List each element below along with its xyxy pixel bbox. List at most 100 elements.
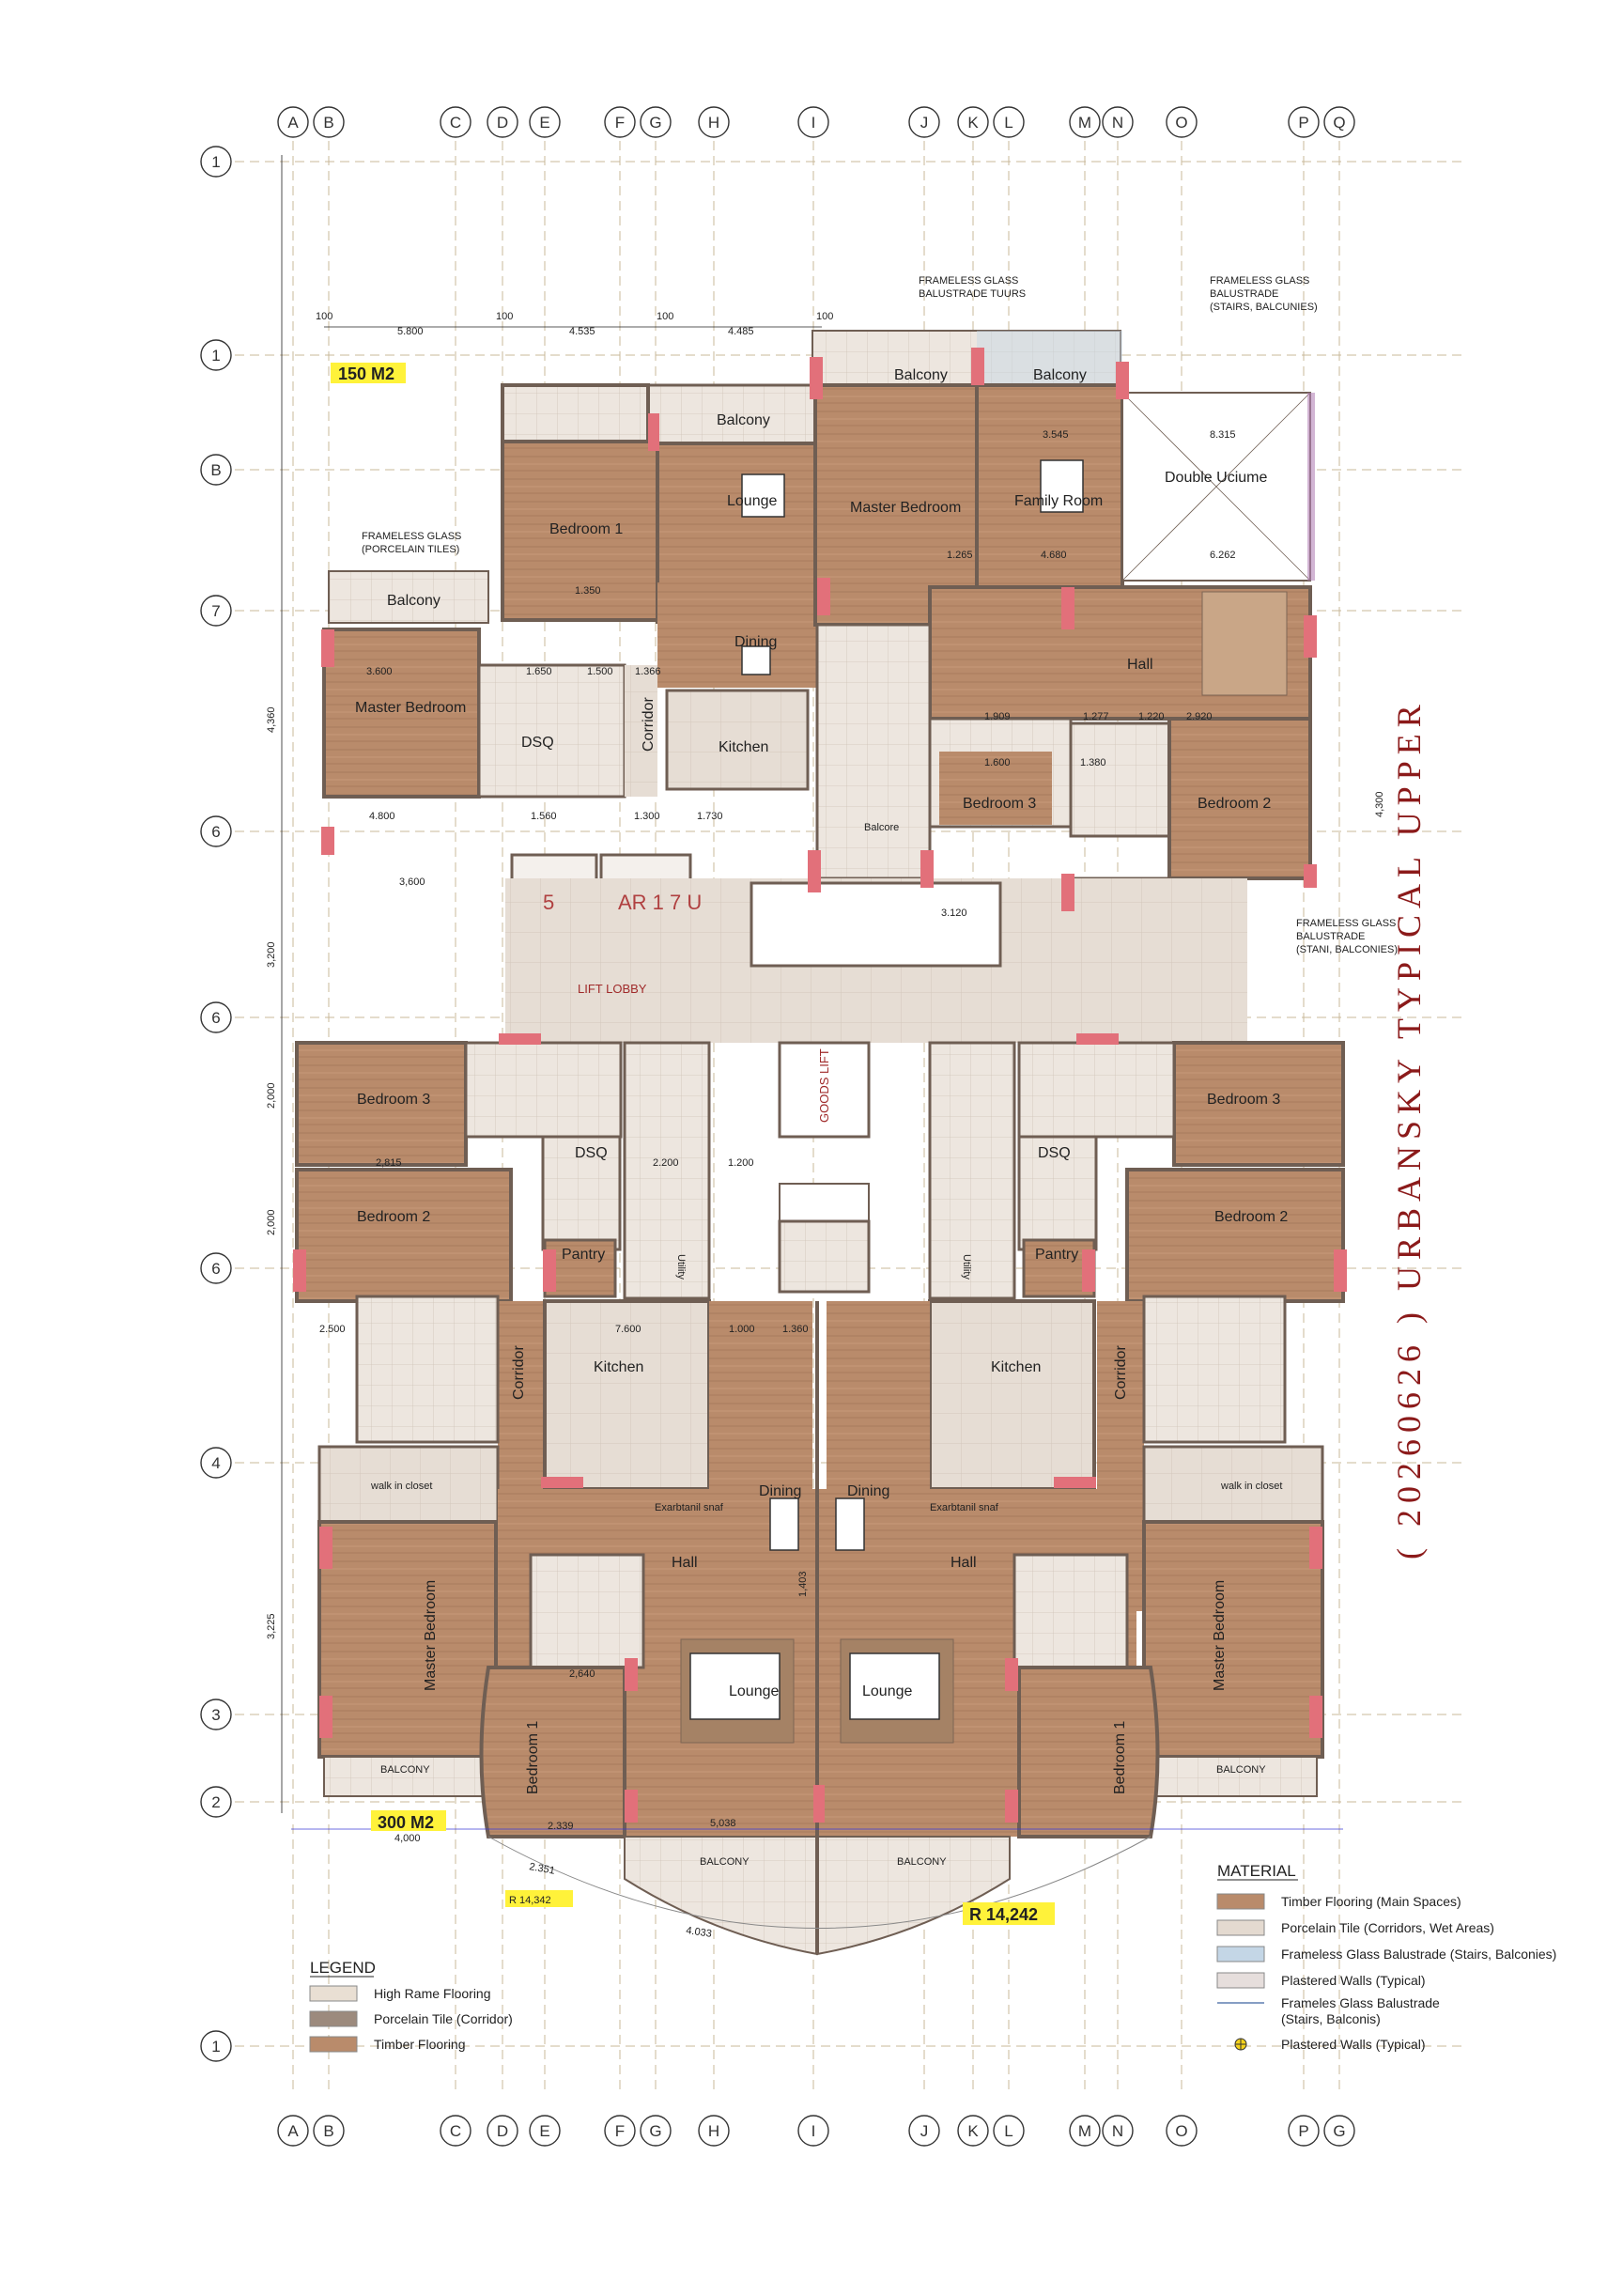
dim-100-b: 100: [496, 311, 513, 322]
room-balcony-top-1: Balcony: [894, 367, 948, 383]
grid-col-bottom-l-circle: [993, 2115, 1025, 2147]
note-glass-right-3: (STAIRS, BALCUNIES): [1210, 302, 1318, 313]
grid-row-5: 6: [211, 1009, 220, 1027]
grid-col-bottom-j-circle: [908, 2115, 940, 2147]
grid-col-top-b: B: [323, 114, 333, 132]
radius-highlight-right: [963, 1902, 1055, 1925]
room-bedroom2-top: Bedroom 2: [1198, 796, 1271, 812]
grid-col-top-a-circle: [277, 106, 309, 138]
dim-4360: 4,360: [266, 706, 277, 733]
note-glass-top-2: BALUSTRADE TUURS: [919, 288, 1026, 300]
grid-col-top-i-circle: [797, 106, 829, 138]
grid-col-bottom-g-circle: [1323, 2115, 1355, 2147]
dim-1277: 1.277: [1083, 711, 1109, 722]
grid-row-6-circle: [200, 1252, 232, 1284]
grid-col-bottom-p-circle: [1288, 2115, 1320, 2147]
room-hall-right: Hall: [951, 1555, 977, 1571]
material-swatch-timber: [1216, 1893, 1265, 1910]
dim-3600b: 3,600: [399, 877, 425, 888]
dim-3120: 3.120: [941, 908, 967, 919]
grid-col-bottom-d-circle: [487, 2115, 518, 2147]
grid-col-bottom-p: P: [1298, 2122, 1308, 2140]
grid-col-top-p-circle: [1288, 106, 1320, 138]
room-breakfast-left: Exarbtanil snaf: [655, 1502, 724, 1513]
grid-col-top-a: A: [287, 114, 299, 132]
note-glass-right-2: BALUSTRADE: [1210, 288, 1278, 300]
grid-row-0: 1: [211, 153, 220, 171]
dim-3600: 3.600: [366, 666, 393, 677]
grid-col-bottom-e: E: [539, 2122, 549, 2140]
room-family: Family Room: [1014, 493, 1103, 509]
room-walk-in-left: walk in closet: [370, 1481, 432, 1492]
material-item-7: Plastered Walls (Typical): [1281, 2037, 1426, 2052]
room-breakfast-right: Exarbtanil snaf: [930, 1502, 999, 1513]
dim-1220: 1.220: [1138, 711, 1165, 722]
grid-col-top-b-circle: [313, 106, 345, 138]
dim-3545: 3.545: [1043, 429, 1069, 441]
radius-label-left: R 14,342: [509, 1895, 551, 1906]
room-master-right-lower: Master Bedroom: [1212, 1580, 1228, 1691]
grid-row-3-circle: [200, 595, 232, 627]
grid-col-bottom-n: N: [1112, 2122, 1123, 2140]
grid-col-top-m: M: [1078, 114, 1091, 132]
grid-col-top-c: C: [450, 114, 461, 132]
dim-1403: 1,403: [797, 1571, 809, 1597]
grid-col-bottom-j: J: [920, 2122, 929, 2140]
grid-col-bottom-c-circle: [440, 2115, 471, 2147]
grid-col-bottom-k: K: [967, 2122, 979, 2140]
grid-col-bottom-g: G: [1333, 2122, 1345, 2140]
dim-4033: 4.033: [686, 1925, 713, 1940]
grid-col-top-n: N: [1112, 114, 1123, 132]
dim-1350: 1.350: [575, 585, 601, 597]
dim-2000-b: 2,000: [266, 1209, 277, 1235]
legend-item-1: High Rame Flooring: [374, 1986, 491, 2001]
dim-1360: 1.360: [782, 1324, 809, 1335]
grid-col-top-o: O: [1175, 114, 1187, 132]
grid-col-top-h: H: [708, 114, 719, 132]
legend-swatch-timber: [309, 2036, 358, 2053]
room-balcony-right-curve: BALCONY: [897, 1856, 947, 1868]
grid-col-bottom-d: D: [497, 2122, 508, 2140]
grid-col-bottom-f-circle: [604, 2115, 636, 2147]
grid-col-bottom-f: F: [615, 2122, 625, 2140]
room-balcony-top-2: Balcony: [1033, 367, 1087, 383]
dim-5800: 5.800: [397, 326, 424, 337]
material-item-2: Porcelain Tile (Corridors, Wet Areas): [1281, 1920, 1494, 1935]
grid-row-7: 4: [211, 1454, 220, 1472]
grid-row-9-circle: [200, 1786, 232, 1818]
grid-col-top-n-circle: [1102, 106, 1134, 138]
legend-item-3: Timber Flooring: [374, 2037, 466, 2052]
dim-1366: 1.366: [635, 666, 661, 677]
grid-col-bottom-k-circle: [957, 2115, 989, 2147]
room-bedroom1-left: Bedroom 1: [525, 1721, 541, 1794]
room-lounge-top: Lounge: [727, 493, 777, 509]
material-swatch-plaster: [1216, 1972, 1265, 1989]
upper-apartment: [322, 330, 1315, 1043]
legend-box: LEGEND High Rame Flooring Porcelain Tile…: [309, 1959, 513, 2053]
area-label-bottom: 300 M2: [378, 1813, 434, 1832]
area-highlight-top: [331, 363, 406, 383]
grid-col-top-m-circle: [1069, 106, 1101, 138]
room-balcony-left: Balcony: [387, 593, 441, 609]
material-swatch-glass: [1216, 1946, 1265, 1962]
room-goods-lift: GOODS LIFT: [817, 1048, 831, 1123]
room-master-top: Master Bedroom: [850, 500, 961, 516]
room-kitchen-right: Kitchen: [991, 1359, 1041, 1375]
room-kitchen-left: Kitchen: [594, 1359, 643, 1375]
room-master-left: Master Bedroom: [355, 700, 466, 716]
grid-row-4-circle: [200, 815, 232, 847]
grid-row-7-circle: [200, 1447, 232, 1479]
note-glass-mid-1: FRAMELESS GLASS: [1296, 918, 1396, 929]
grid-col-top-g: G: [649, 114, 661, 132]
dim-5038: 5,038: [710, 1818, 736, 1829]
dim-2351: 2.351: [528, 1861, 555, 1877]
room-hall-left: Hall: [672, 1555, 698, 1571]
dim-1300: 1.300: [634, 811, 660, 822]
grid-row-6: 6: [211, 1260, 220, 1278]
dim-100-d: 100: [816, 311, 833, 322]
material-item-1: Timber Flooring (Main Spaces): [1281, 1894, 1461, 1909]
dim-4485: 4.485: [728, 326, 754, 337]
room-pantry-left: Pantry: [562, 1247, 605, 1263]
area-label-top: 150 M2: [338, 365, 394, 383]
dim-2200: 2.200: [653, 1157, 679, 1169]
